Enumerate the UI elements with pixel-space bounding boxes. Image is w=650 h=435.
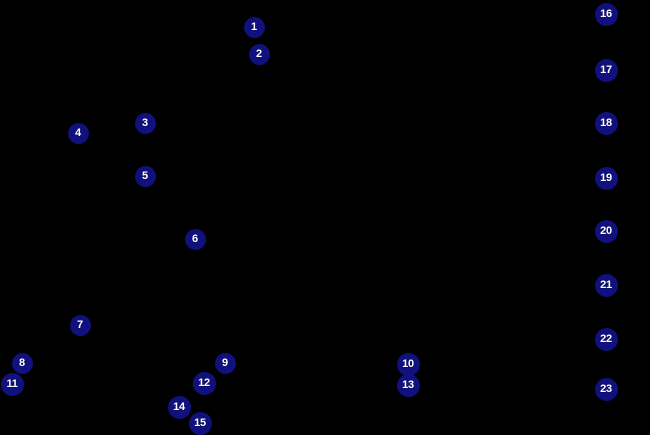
element-marker-label: 17 [600, 63, 612, 76]
element-marker-label: 3 [141, 116, 149, 129]
element-marker-23[interactable]: 23 [594, 377, 618, 401]
element-marker-11[interactable]: 11 [0, 372, 24, 396]
element-marker-label: 7 [76, 318, 84, 331]
element-marker-label: 6 [191, 232, 199, 245]
element-marker-label: 21 [600, 278, 612, 291]
element-marker-19[interactable]: 19 [594, 166, 618, 190]
element-marker-label: 11 [6, 377, 18, 390]
element-marker-label: 19 [600, 171, 612, 184]
element-marker-18[interactable]: 18 [594, 111, 618, 135]
element-marker-12[interactable]: 12 [192, 371, 216, 395]
element-marker-label: 14 [173, 400, 185, 413]
element-marker-label: 13 [402, 378, 414, 391]
element-marker-label: 8 [18, 356, 26, 369]
element-marker-label: 10 [402, 357, 414, 370]
element-marker-4[interactable]: 4 [67, 122, 89, 144]
element-marker-6[interactable]: 6 [184, 228, 206, 250]
element-marker-label: 4 [74, 126, 82, 139]
element-marker-3[interactable]: 3 [134, 112, 156, 134]
element-marker-label: 2 [255, 47, 263, 60]
element-marker-label: 22 [600, 332, 612, 345]
element-marker-13[interactable]: 13 [396, 373, 420, 397]
element-marker-label: 5 [141, 169, 149, 182]
element-marker-label: 1 [250, 20, 258, 33]
element-marker-label: 20 [600, 224, 612, 237]
element-marker-10[interactable]: 10 [396, 352, 420, 376]
element-marker-5[interactable]: 5 [134, 165, 156, 187]
element-marker-7[interactable]: 7 [69, 314, 91, 336]
element-marker-label: 12 [198, 376, 210, 389]
element-marker-8[interactable]: 8 [11, 352, 33, 374]
element-marker-20[interactable]: 20 [594, 219, 618, 243]
element-marker-9[interactable]: 9 [214, 352, 236, 374]
element-marker-17[interactable]: 17 [594, 58, 618, 82]
element-marker-14[interactable]: 14 [167, 395, 191, 419]
element-marker-label: 15 [194, 416, 206, 429]
element-marker-2[interactable]: 2 [248, 43, 270, 65]
element-marker-label: 9 [221, 356, 229, 369]
element-marker-label: 18 [600, 116, 612, 129]
element-marker-label: 23 [600, 382, 612, 395]
element-marker-label: 16 [600, 7, 612, 20]
element-marker-21[interactable]: 21 [594, 273, 618, 297]
element-marker-16[interactable]: 16 [594, 2, 618, 26]
element-marker-22[interactable]: 22 [594, 327, 618, 351]
element-marker-1[interactable]: 1 [243, 16, 265, 38]
element-marker-15[interactable]: 15 [188, 411, 212, 435]
